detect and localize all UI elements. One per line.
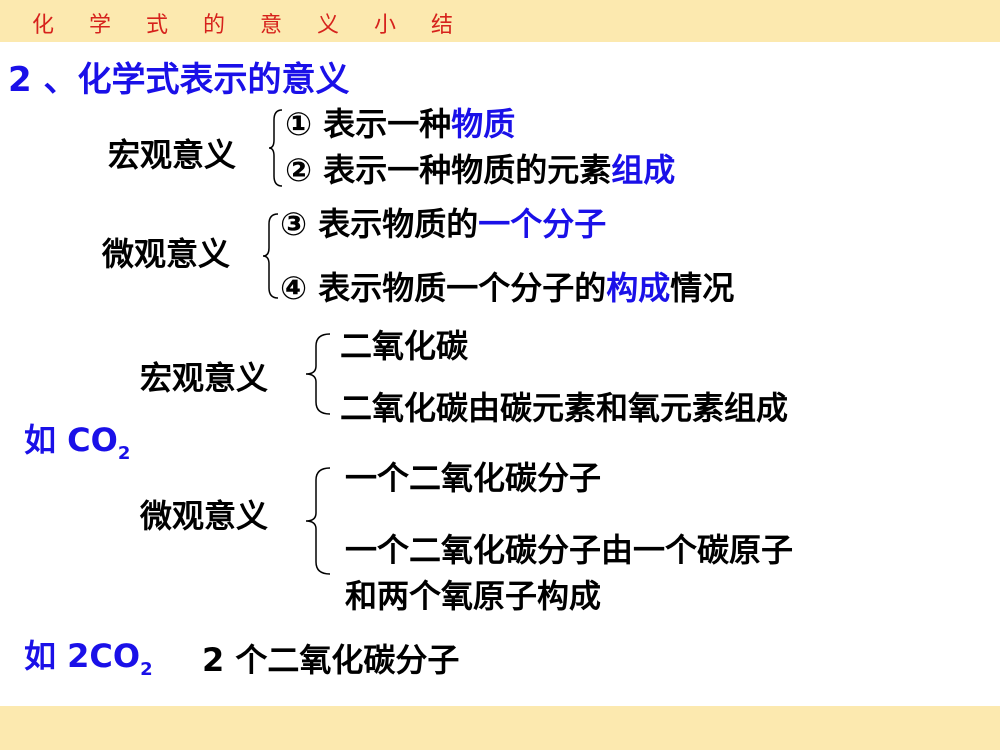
brace-icon (305, 467, 331, 575)
co2-macro-label: 宏观意义 (140, 359, 269, 397)
section-heading: 2 、化学式表示的意义 (8, 60, 350, 100)
co2-macro-item: 二氧化碳 (340, 327, 469, 365)
co2-micro-item: 一个二氧化碳分子 (345, 459, 602, 497)
brace-icon (305, 333, 331, 415)
header-band (0, 0, 1000, 42)
brace-icon (262, 213, 279, 299)
brace-icon (268, 109, 283, 187)
co2-micro-item: 和两个氧原子构成 (345, 577, 602, 615)
co2-macro-item: 二氧化碳由碳元素和氧元素组成 (340, 389, 789, 427)
example-2co2-label: 如 2CO2 (24, 637, 153, 680)
footer-band (0, 706, 1000, 750)
macro-item-1: ① 表示一种物质 (285, 105, 516, 143)
macro-label: 宏观意义 (108, 136, 237, 174)
micro-item-4: ④ 表示物质一个分子的构成情况 (280, 269, 735, 307)
example-co2-label: 如 CO2 (24, 421, 131, 464)
example-2co2-meaning: 2 个二氧化碳分子 (202, 641, 460, 679)
macro-item-2: ② 表示一种物质的元素组成 (285, 151, 676, 189)
co2-micro-item: 一个二氧化碳分子由一个碳原子 (345, 531, 794, 569)
co2-micro-label: 微观意义 (140, 497, 269, 535)
micro-item-3: ③ 表示物质的一个分子 (280, 205, 607, 243)
micro-label: 微观意义 (102, 235, 231, 273)
slide-title: 化 学 式 的 意 义 小 结 (32, 13, 467, 38)
